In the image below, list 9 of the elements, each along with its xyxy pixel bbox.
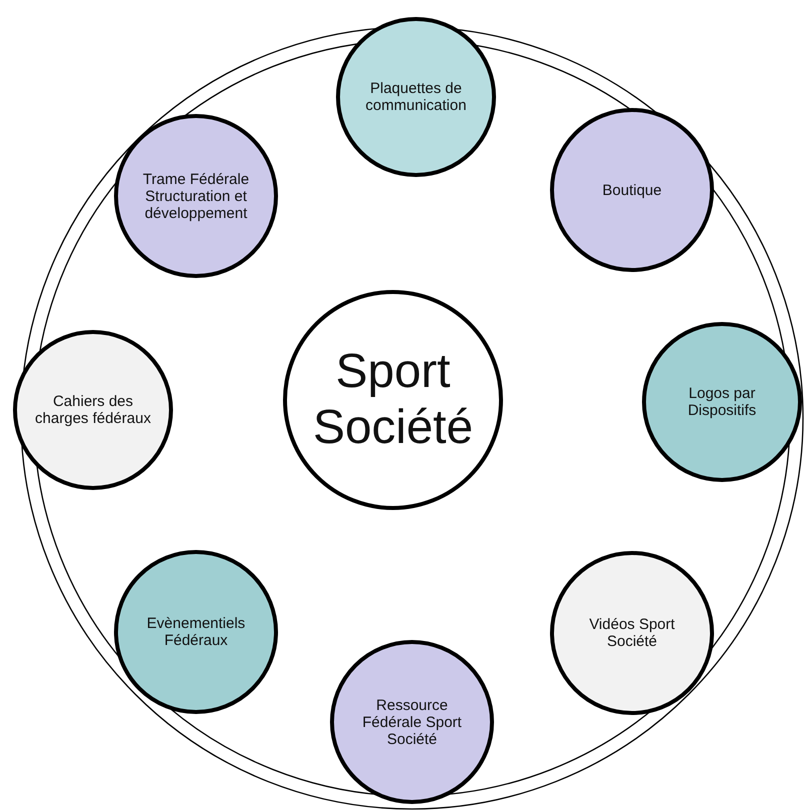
topic-label: Trame Fédérale Structuration et développement <box>142 170 250 222</box>
topic-label: Plaquettes de communication <box>364 80 468 114</box>
topic-label: Logos par Dispositifs <box>686 385 758 419</box>
topic-label: Vidéos Sport Société <box>588 616 676 650</box>
topic-label: Evènementiels Fédéraux <box>146 615 246 649</box>
topic-label: Boutique <box>601 182 663 198</box>
center-title: Sport Société <box>312 344 474 456</box>
topic-label: Cahiers des charges fédéraux <box>34 393 152 427</box>
topic-label: Ressource Fédérale Sport Société <box>361 696 463 748</box>
